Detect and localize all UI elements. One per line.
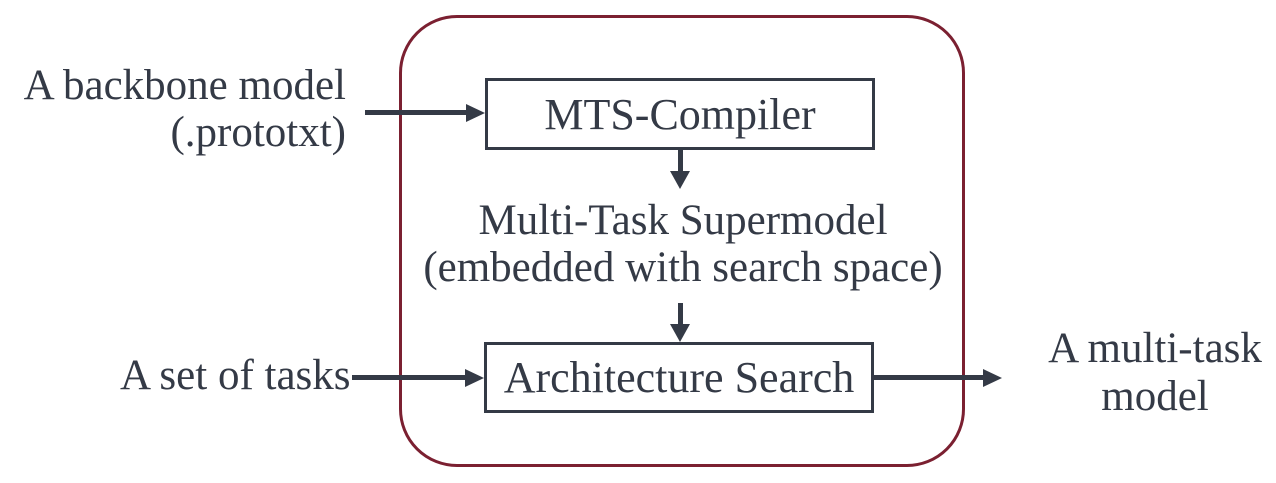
arrow-compiler-to-supermodel-line — [678, 150, 683, 173]
arrow-tasks-to-search-line — [352, 375, 466, 380]
arrow-backbone-to-compiler-line — [365, 110, 468, 115]
architecture-search-node-label: Architecture Search — [503, 353, 855, 402]
system-boundary-outline — [399, 15, 965, 467]
supermodel-label-line1: Multi-Task Supermodel — [478, 197, 888, 244]
arrowhead-right-icon — [983, 369, 1002, 387]
arrow-search-to-output-line — [874, 375, 984, 380]
arrowhead-right-icon — [465, 369, 484, 387]
backbone-input-label-line2: (.prototxt) — [170, 109, 346, 156]
tasks-input-label-text: A set of tasks — [120, 352, 351, 399]
arrow-supermodel-to-search-line — [678, 303, 683, 325]
arrowhead-down-icon — [670, 171, 690, 189]
supermodel-label-line2: (embedded with search space) — [423, 244, 943, 291]
tasks-input-label: A set of tasks — [120, 352, 351, 399]
mts-compiler-node-label: MTS-Compiler — [544, 89, 816, 139]
arrowhead-down-icon — [670, 324, 690, 342]
supermodel-label: Multi-Task Supermodel (embedded with sea… — [423, 197, 943, 291]
architecture-search-node: Architecture Search — [484, 342, 874, 413]
output-label-line1: A multi-task — [1048, 325, 1262, 372]
output-label: A multi-task model — [1035, 325, 1275, 421]
output-label-line2: model — [1101, 373, 1209, 420]
mts-compiler-node: MTS-Compiler — [485, 78, 875, 150]
arrowhead-right-icon — [466, 104, 485, 122]
backbone-input-label: A backbone model (.prototxt) — [0, 62, 346, 156]
backbone-input-label-line1: A backbone model — [23, 62, 346, 109]
